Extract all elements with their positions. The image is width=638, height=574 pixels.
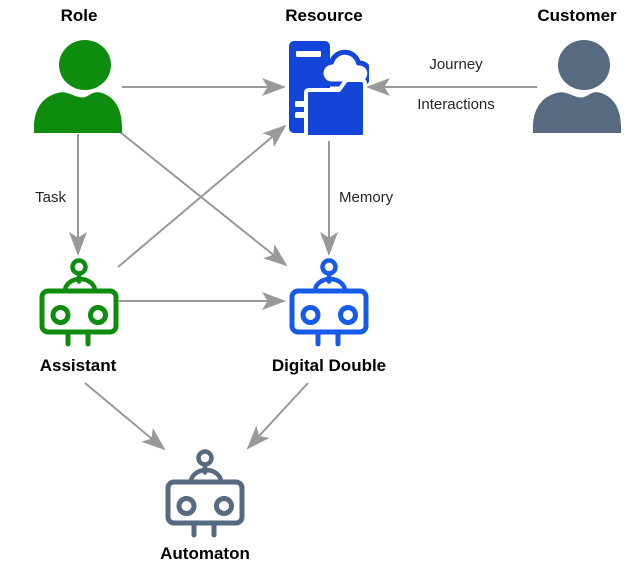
resource-server-cloud-folder-icon bbox=[289, 41, 369, 139]
assistant-robot-icon bbox=[39, 258, 119, 347]
edge-digital-double-automaton bbox=[246, 382, 309, 450]
node-title-role: Role bbox=[60, 6, 98, 25]
digital-double-robot-icon bbox=[289, 258, 369, 347]
customer-person-icon bbox=[533, 40, 621, 133]
edge-lines bbox=[69, 78, 537, 451]
edge-assistant-automaton bbox=[84, 382, 166, 451]
edge-assistant-resource bbox=[117, 124, 287, 268]
cloud-icon bbox=[318, 49, 369, 87]
node-title-digital-double: Digital Double bbox=[271, 356, 387, 375]
automaton-robot-icon bbox=[165, 449, 245, 538]
edge-label-journey: Journey bbox=[429, 56, 483, 73]
edge-label-interactions: Interactions bbox=[417, 96, 495, 113]
folder-icon bbox=[304, 78, 367, 139]
role-person-icon bbox=[34, 40, 122, 133]
node-title-customer: Customer bbox=[537, 6, 617, 25]
edge-label-memory: Memory bbox=[339, 189, 394, 206]
edge-role-digital-double bbox=[119, 131, 288, 267]
node-title-automaton: Automaton bbox=[160, 544, 250, 563]
node-title-assistant: Assistant bbox=[39, 356, 117, 375]
edge-label-task: Task bbox=[35, 189, 66, 206]
node-title-resource: Resource bbox=[285, 6, 363, 25]
